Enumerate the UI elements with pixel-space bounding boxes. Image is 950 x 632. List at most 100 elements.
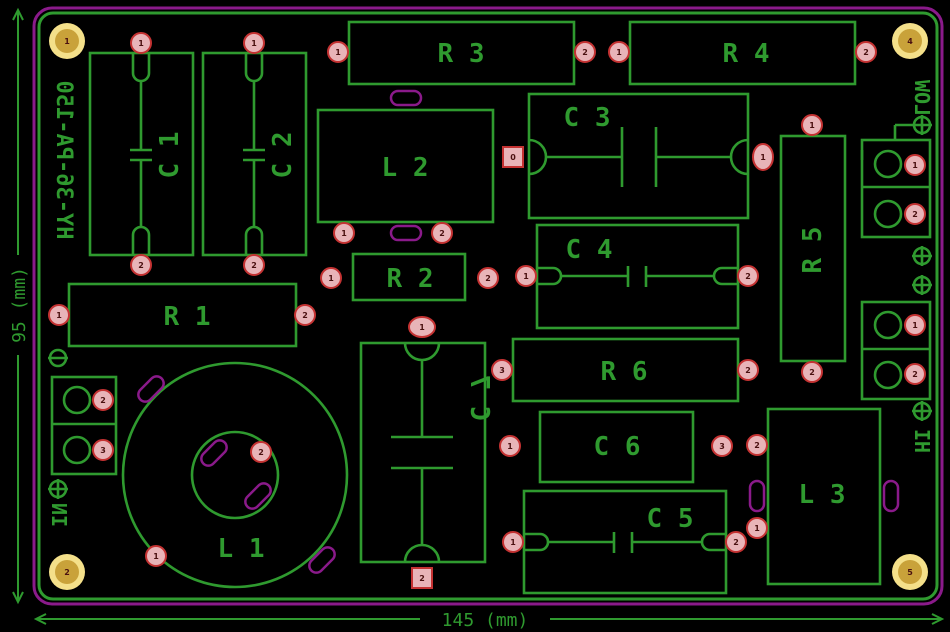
pad-c6-left: 1 bbox=[499, 435, 521, 457]
pad-label: 0 bbox=[510, 153, 516, 162]
component-r1: R 1 bbox=[67, 282, 298, 348]
slot-l1-2 bbox=[200, 439, 228, 467]
pad-label: 1 bbox=[341, 229, 347, 238]
pad-r3-left: 1 bbox=[327, 41, 349, 63]
pad-c7-bot: 2 bbox=[411, 567, 433, 589]
pad-label: 2 bbox=[912, 210, 918, 219]
mount-holes: 1 4 2 5 bbox=[49, 23, 928, 590]
pad-l2-right: 2 bbox=[431, 222, 453, 244]
mount-hole: 2 bbox=[49, 554, 85, 590]
pad-label: 2 bbox=[138, 261, 144, 270]
svg-text:2: 2 bbox=[64, 568, 70, 577]
pad-r1-right: 2 bbox=[294, 304, 316, 326]
pad-c2-top: 1 bbox=[243, 32, 265, 54]
label-c5: C 5 bbox=[647, 504, 694, 534]
pad-low-1: 1 bbox=[904, 154, 926, 176]
pad-label: 1 bbox=[251, 39, 257, 48]
label-c2: C 2 bbox=[268, 132, 298, 179]
slot-l1-1 bbox=[137, 375, 165, 403]
pad-l3-top: 2 bbox=[746, 434, 768, 456]
pad-label: 2 bbox=[582, 48, 588, 57]
pad-l3-bot: 1 bbox=[746, 517, 768, 539]
component-c3: C 3 bbox=[527, 92, 750, 220]
mount-hole: 5 bbox=[892, 554, 928, 590]
component-c1: C 1 bbox=[88, 51, 195, 257]
pad-label: 1 bbox=[912, 161, 918, 170]
mounting-slots bbox=[137, 89, 900, 574]
label-r1: R 1 bbox=[164, 302, 211, 332]
dimension-height: 95 (mm) bbox=[9, 7, 30, 605]
component-c6: C 6 bbox=[538, 410, 695, 484]
pad-label: 2 bbox=[100, 396, 106, 405]
label-r2: R 2 bbox=[387, 264, 434, 294]
component-l3: L 3 bbox=[766, 407, 882, 586]
component-c2: C 2 bbox=[201, 51, 308, 257]
label-l3: L 3 bbox=[799, 480, 846, 510]
pad-label: 1 bbox=[56, 311, 62, 320]
pad-low-2: 2 bbox=[904, 203, 926, 225]
pad-label: 1 bbox=[912, 321, 918, 330]
component-l2: L 2 bbox=[316, 108, 495, 224]
label-r3: R 3 bbox=[438, 39, 485, 69]
pad-label: 2 bbox=[912, 370, 918, 379]
component-c7: C 7 bbox=[359, 341, 494, 564]
board-name: HY-36-PA-150 bbox=[51, 81, 76, 240]
component-l1: L 1 bbox=[121, 361, 349, 589]
slot-l3-left bbox=[748, 479, 766, 513]
pad-l1-outer: 1 bbox=[145, 545, 167, 567]
pad-label: 2 bbox=[302, 311, 308, 320]
board-outline-outer bbox=[32, 6, 944, 606]
pad-c4-left: 1 bbox=[515, 265, 537, 287]
terminal-hi: HI bbox=[860, 246, 934, 453]
pad-label: 1 bbox=[754, 524, 760, 533]
pad-r6-right: 2 bbox=[737, 359, 759, 381]
pad-hi-1: 1 bbox=[904, 314, 926, 336]
pad-label: 2 bbox=[809, 368, 815, 377]
label-c6: C 6 bbox=[594, 432, 641, 462]
pad-r5-top: 1 bbox=[801, 114, 823, 136]
label-c4: C 4 bbox=[566, 235, 613, 265]
pad-label: 2 bbox=[745, 272, 751, 281]
label-c7: C 7 bbox=[464, 375, 494, 422]
component-r5: R 5 bbox=[779, 134, 847, 363]
component-r4: R 4 bbox=[628, 20, 857, 86]
slot-l3-right bbox=[882, 479, 900, 513]
pad-hi-2: 2 bbox=[904, 363, 926, 385]
component-r2: R 2 bbox=[351, 252, 467, 302]
pad-r3-right: 2 bbox=[574, 41, 596, 63]
pad-label: 1 bbox=[419, 323, 425, 332]
pad-label: 1 bbox=[335, 48, 341, 57]
pad-label: 2 bbox=[733, 538, 739, 547]
pad-l2-left: 1 bbox=[333, 222, 355, 244]
pad-c6-right: 3 bbox=[711, 435, 733, 457]
pad-c4-right: 2 bbox=[737, 265, 759, 287]
pad-l1-inner: 2 bbox=[250, 441, 272, 463]
pad-label: 2 bbox=[439, 229, 445, 238]
pad-r5-bot: 2 bbox=[801, 361, 823, 383]
pad-c5-right: 2 bbox=[725, 531, 747, 553]
pad-c2-bot: 2 bbox=[243, 254, 265, 276]
pad-label: 2 bbox=[745, 366, 751, 375]
svg-text:5: 5 bbox=[907, 568, 913, 577]
label-r6: R 6 bbox=[601, 357, 648, 387]
label-c3: C 3 bbox=[564, 103, 611, 133]
pad-r2-right: 2 bbox=[477, 267, 499, 289]
pad-c7-top: 1 bbox=[408, 316, 436, 338]
mount-hole: 4 bbox=[892, 23, 928, 59]
pad-label: 2 bbox=[419, 574, 425, 583]
mount-hole: 1 bbox=[49, 23, 85, 59]
pad-label: 2 bbox=[251, 261, 257, 270]
pad-in-3: 3 bbox=[92, 439, 114, 461]
component-r3: R 3 bbox=[347, 20, 576, 86]
slot-l1-3 bbox=[244, 482, 272, 510]
slot-l2-top bbox=[389, 89, 423, 107]
pad-r4-left: 1 bbox=[608, 41, 630, 63]
pad-label: 1 bbox=[809, 121, 815, 130]
label-l1: L 1 bbox=[218, 534, 265, 564]
pad-label: 1 bbox=[760, 153, 766, 162]
svg-text:4: 4 bbox=[907, 37, 913, 46]
slot-l2-bottom bbox=[389, 224, 423, 242]
label-c1: C 1 bbox=[155, 132, 185, 179]
pad-c3-left: 0 bbox=[502, 146, 524, 168]
